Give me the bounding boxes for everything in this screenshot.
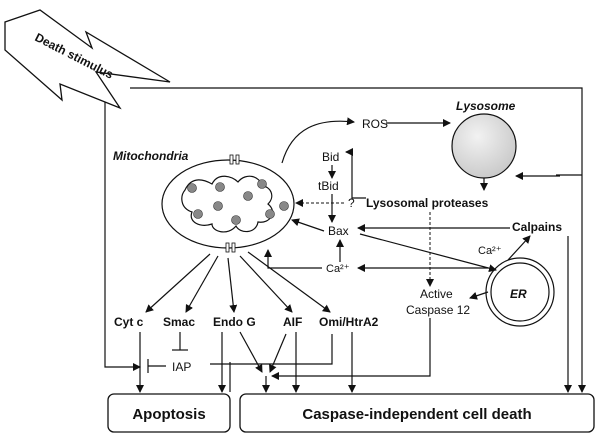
pathway-arrows (136, 117, 582, 393)
caspase12-label: Caspase 12 (406, 303, 470, 317)
death-stimulus-bolt: Death stimulus (4, 9, 171, 110)
question-label: ? (348, 196, 355, 210)
ca-er-label: Ca²⁺ (478, 245, 502, 257)
mitochondria-label: Mitochondria (113, 149, 189, 163)
bax-label: Bax (328, 224, 349, 238)
endo-g-label: Endo G (213, 315, 256, 329)
bid-label: Bid (322, 150, 339, 164)
ros-label: ROS (362, 117, 388, 131)
endoplasmic-reticulum: ER (485, 257, 555, 327)
calpains-label: Calpains (512, 220, 562, 234)
apoptosis-box: Apoptosis (107, 393, 231, 433)
tbid-label: tBid (318, 179, 339, 193)
er-label: ER (510, 287, 527, 301)
caspase-independent-label: Caspase-independent cell death (302, 406, 531, 423)
lysosomal-proteases-label: Lysosomal proteases (366, 196, 489, 210)
apoptosis-label: Apoptosis (132, 406, 205, 423)
ca-center-label: Ca²⁺ (326, 263, 350, 275)
lysosome: Lysosome (451, 99, 517, 179)
omi-htra2-label: Omi/HtrA2 (319, 315, 379, 329)
caspase-independent-box: Caspase-independent cell death (239, 393, 595, 433)
aif-label: AIF (283, 315, 302, 329)
active-label: Active (420, 287, 453, 301)
iap-label: IAP (172, 360, 191, 374)
cyt-c-label: Cyt c (114, 315, 144, 329)
lysosome-label: Lysosome (456, 99, 516, 113)
smac-label: Smac (163, 315, 195, 329)
mitochondria: Mitochondria (113, 149, 295, 253)
outer-frame (104, 87, 586, 393)
